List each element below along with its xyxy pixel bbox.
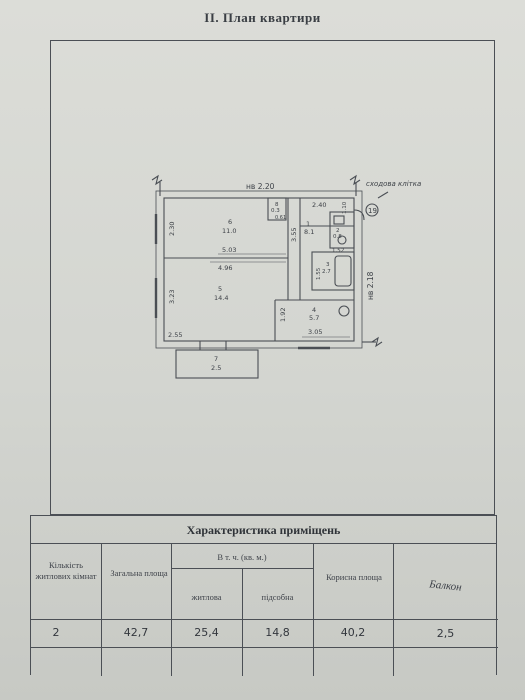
balcony-number: 7	[214, 355, 218, 363]
room1-side: 3.55	[290, 228, 298, 242]
room4-width: 3.05	[308, 328, 322, 336]
right-wall-label: нв 2.18	[366, 271, 375, 300]
header-rooms-count: Кількість житлових кімнат	[35, 560, 97, 581]
entrance-door	[353, 209, 365, 221]
stairwell-leader	[377, 191, 389, 199]
room5-width: 4.96	[218, 264, 232, 272]
subheader-divider	[171, 568, 313, 569]
closet-number: 8	[275, 202, 279, 208]
apartment-number: 19	[368, 207, 377, 215]
room6-number: 6	[228, 218, 232, 226]
section-title: II. План квартири	[204, 10, 321, 25]
row-divider	[31, 647, 498, 648]
floor-plan-frame	[50, 40, 495, 515]
floor-plan: нв 2.20 сходова клітка 19 нв 2.18 6 11.0…	[151, 174, 421, 379]
room4-number: 4	[312, 306, 316, 314]
wall-break-left	[151, 174, 163, 186]
col-divider	[393, 544, 394, 676]
room3-area: 2.7	[322, 269, 331, 275]
value-auxiliary: 14,8	[265, 626, 290, 639]
misc-dim: 1.10	[342, 201, 348, 214]
col-divider	[171, 544, 172, 676]
room6-width: 5.03	[222, 246, 236, 254]
header-balcony: Балкон	[428, 578, 463, 594]
balcony	[175, 349, 259, 379]
sink-fixture	[333, 215, 345, 225]
characteristics-table: Характеристика приміщень Кількість житло…	[30, 515, 498, 676]
wc-room2	[329, 211, 355, 249]
wall-break-right	[349, 174, 361, 186]
top-wall-label: нв 2.20	[246, 182, 275, 191]
value-living: 25,4	[194, 626, 219, 639]
room6-area: 11.0	[222, 227, 236, 235]
balcony-area: 2.5	[211, 364, 221, 372]
header-useful-area: Корисна площа	[326, 572, 382, 582]
outer-wall-outline	[155, 190, 363, 349]
closet-area: 0.3	[271, 208, 280, 214]
room3-height: 1.55	[316, 267, 322, 280]
col-divider	[242, 568, 243, 676]
header-auxiliary: підсобна	[261, 592, 294, 602]
stove-fixture	[338, 305, 350, 317]
table-title: Характеристика приміщень	[31, 516, 496, 544]
room3-width: 1.52	[332, 248, 344, 254]
room2-number: 2	[336, 228, 340, 234]
room1-number: 1	[306, 220, 310, 228]
closet-dim: 0.61	[275, 215, 286, 221]
room5-sub: 2.55	[168, 331, 182, 339]
col-divider	[101, 544, 102, 676]
room4-height: 1.92	[279, 308, 287, 322]
room1-width: 2.40	[312, 201, 326, 209]
col-divider	[313, 544, 314, 676]
stairwell-label: сходова клітка	[366, 180, 421, 188]
bathroom-room3	[311, 251, 355, 291]
value-total-area: 42,7	[123, 626, 149, 639]
room4-area: 5.7	[309, 314, 319, 322]
room5-height: 3.23	[168, 290, 176, 304]
value-balcony: 2,5	[436, 627, 455, 640]
value-useful-area: 40,2	[340, 626, 366, 639]
row-divider	[31, 619, 498, 620]
room3-number: 3	[326, 262, 330, 268]
room1-area: 8.1	[304, 228, 314, 236]
bathtub	[334, 255, 352, 287]
room2-area: 0.8	[333, 234, 342, 240]
toilet-fixture	[337, 235, 347, 245]
header-including: В т. ч. (кв. м.)	[217, 552, 267, 562]
room5-area: 14.4	[214, 294, 228, 302]
wall-break-bottom-right	[371, 336, 383, 348]
header-living: житлова	[191, 592, 222, 602]
header-total-area: Загальна площа	[110, 568, 168, 578]
room6-height: 2.30	[168, 222, 176, 236]
closet-room8	[267, 197, 287, 221]
value-rooms-count: 2	[52, 626, 60, 639]
room5-number: 5	[218, 285, 222, 293]
apartment-circle	[365, 203, 379, 217]
